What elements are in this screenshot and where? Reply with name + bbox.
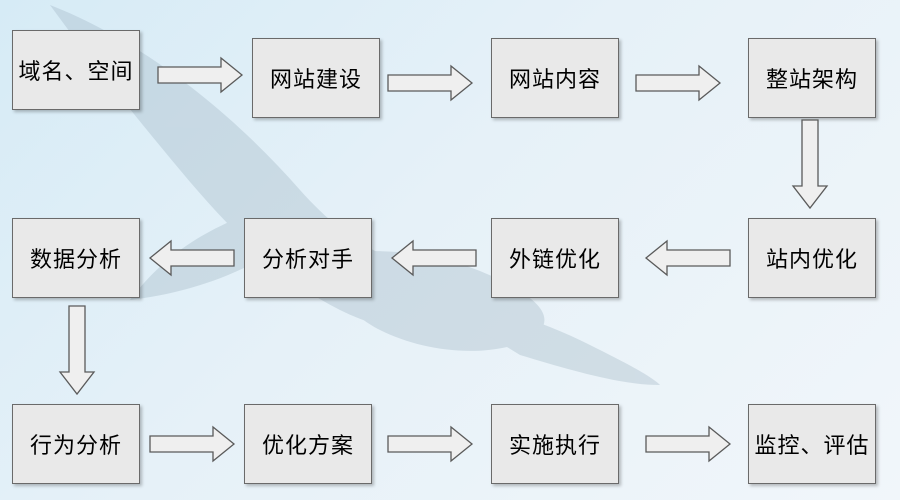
node-site-construction: 网站建设 <box>252 38 380 118</box>
arrow-right-icon <box>645 425 732 463</box>
node-onsite-optimization: 站内优化 <box>748 218 876 298</box>
arrow-down-icon <box>791 119 829 210</box>
node-data-analysis: 数据分析 <box>12 218 140 298</box>
arrow-left-icon <box>644 239 731 277</box>
node-implementation: 实施执行 <box>491 404 619 484</box>
arrow-right-icon <box>149 425 236 463</box>
node-competitor-analysis: 分析对手 <box>244 218 372 298</box>
node-external-link-optimization: 外链优化 <box>491 218 619 298</box>
arrow-down-icon <box>58 305 96 396</box>
arrow-left-icon <box>148 239 235 277</box>
node-behavior-analysis: 行为分析 <box>12 404 140 484</box>
node-monitor-evaluate: 监控、评估 <box>748 404 876 484</box>
node-site-content: 网站内容 <box>491 38 619 118</box>
arrow-right-icon <box>157 56 244 94</box>
node-site-architecture: 整站架构 <box>748 38 876 118</box>
arrow-right-icon <box>635 64 722 102</box>
arrow-left-icon <box>390 239 477 277</box>
arrow-right-icon <box>387 425 474 463</box>
node-optimization-plan: 优化方案 <box>244 404 372 484</box>
arrow-right-icon <box>387 64 474 102</box>
node-domain-space: 域名、空间 <box>12 30 140 110</box>
